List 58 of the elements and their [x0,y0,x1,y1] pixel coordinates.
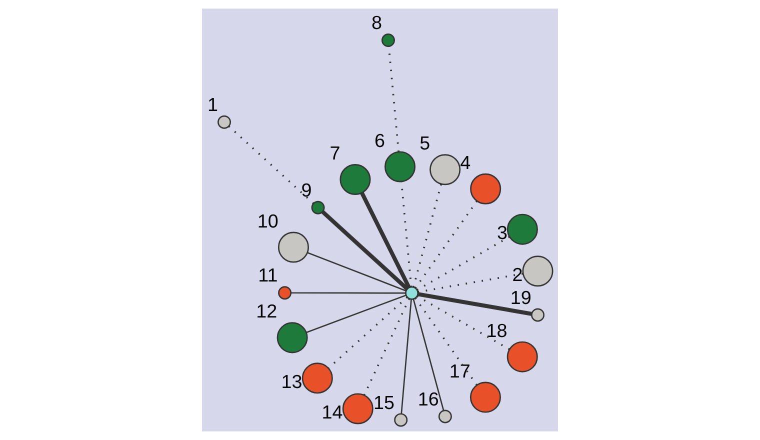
connector [291,292,406,294]
node-circle [278,286,292,300]
node-circle [311,200,325,214]
node-label: 18 [486,320,508,342]
node-label: 11 [258,266,278,287]
connector [388,46,400,152]
node-circle [430,154,461,186]
connector [363,298,410,396]
connector [416,236,510,291]
node-label: 4 [460,152,471,174]
node-label: 15 [373,392,394,414]
node-label: 10 [257,211,278,232]
node-circle [384,151,416,182]
node-circle [405,286,419,300]
connector [418,272,524,293]
node-label: 14 [322,402,343,424]
node-circle [394,413,408,427]
connector [416,295,510,350]
connector [307,252,406,292]
node-label: 8 [372,13,382,34]
node-label: 19 [510,288,532,309]
node-circle [218,115,231,129]
node-circle [470,382,501,413]
node-circle [531,308,544,322]
node-label: 7 [330,144,340,165]
connector [328,296,408,369]
node-circle [522,256,554,287]
node-circle [506,341,538,372]
node-circle [276,322,308,354]
node-circle [506,214,538,245]
node-circle [470,173,502,204]
node-label: 17 [449,361,470,382]
node-label: 1 [208,94,218,116]
node-label: 13 [281,372,302,393]
connector [400,181,412,288]
node-label: 16 [418,389,439,410]
connector [414,200,478,289]
node-label: 3 [496,223,508,244]
connector [414,298,478,386]
connector [228,126,314,204]
node-circle [381,34,395,48]
node-label: 12 [256,302,278,323]
connector [412,184,442,288]
node-label: 2 [512,264,523,286]
node-circle [438,410,452,424]
node-label: 5 [420,134,430,155]
node-circle [278,232,309,263]
connector [400,299,412,414]
connector [360,192,411,288]
node-circle [340,164,371,196]
node-label: 6 [374,130,386,152]
connector [418,292,532,316]
node-circle [342,393,374,424]
node-label: 9 [301,180,312,202]
connector [412,298,444,410]
node-circle [302,362,333,394]
connector [321,210,409,290]
connector [306,294,406,334]
